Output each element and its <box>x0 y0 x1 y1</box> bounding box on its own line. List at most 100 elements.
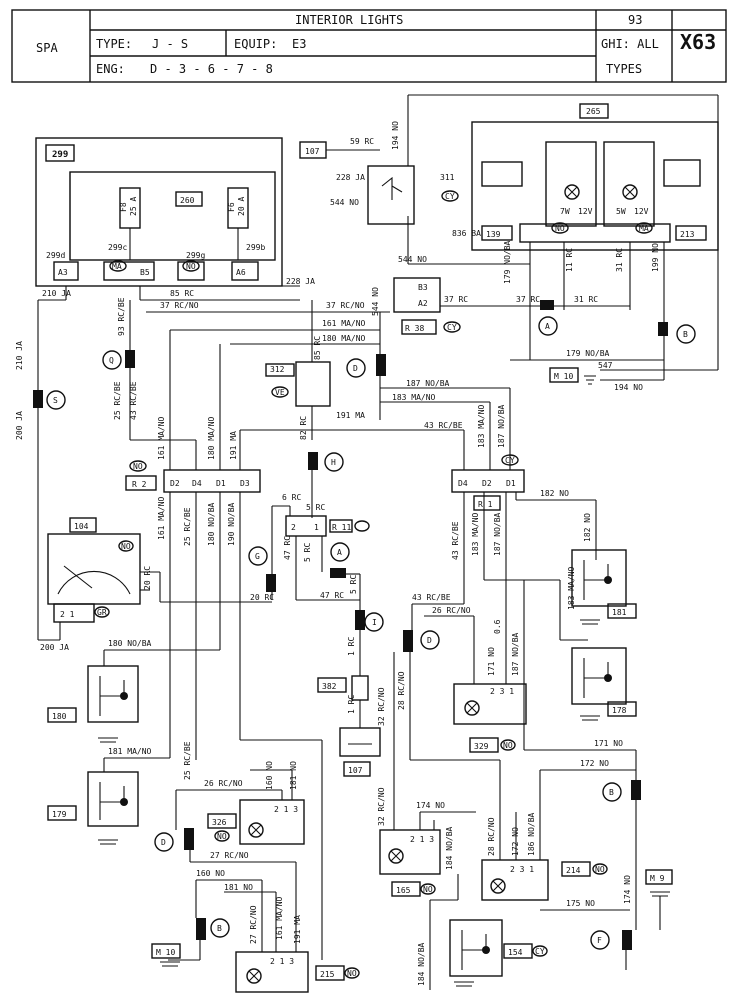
fuse-box-299 <box>35 137 283 287</box>
svg-text:31 RC: 31 RC <box>615 248 624 272</box>
svg-text:D4: D4 <box>192 479 202 488</box>
svg-text:R 2: R 2 <box>132 480 147 489</box>
svg-text:836 BA: 836 BA <box>452 229 481 238</box>
connector-D-mid <box>420 630 440 650</box>
svg-text:NO: NO <box>503 741 513 750</box>
relay-R11 <box>285 515 327 537</box>
svg-text:171 NO: 171 NO <box>594 739 623 748</box>
connector-B-left <box>210 918 230 938</box>
svg-text:311: 311 <box>440 173 455 182</box>
svg-text:D: D <box>161 838 166 847</box>
lamp-215 <box>235 951 309 993</box>
svg-text:228 JA: 228 JA <box>336 173 365 182</box>
svg-text:194 NO: 194 NO <box>614 383 643 392</box>
svg-text:180 NO/BA: 180 NO/BA <box>207 502 216 546</box>
svg-text:A: A <box>545 322 550 331</box>
svg-text:43 RC/BE: 43 RC/BE <box>451 521 460 560</box>
svg-text:182 NO: 182 NO <box>583 513 592 542</box>
diagram-title: INTERIOR LIGHTS <box>295 13 404 27</box>
svg-text:312: 312 <box>270 365 285 374</box>
svg-text:161 MA/NO: 161 MA/NO <box>157 416 166 460</box>
svg-text:25 A: 25 A <box>129 197 138 216</box>
svg-text:B: B <box>217 924 222 933</box>
title-block <box>11 9 727 83</box>
svg-text:139: 139 <box>486 230 501 239</box>
svg-text:D4: D4 <box>458 479 468 488</box>
svg-text:2 1 3: 2 1 3 <box>274 805 298 814</box>
svg-text:28 RC/NO: 28 RC/NO <box>397 671 406 710</box>
svg-text:D: D <box>427 636 432 645</box>
svg-text:D: D <box>353 364 358 373</box>
battery-107 <box>339 727 381 757</box>
svg-text:544 NO: 544 NO <box>371 287 380 316</box>
svg-text:47 RC: 47 RC <box>283 536 292 560</box>
lamp-326 <box>239 799 305 845</box>
svg-text:32 RC/NO: 32 RC/NO <box>377 687 386 726</box>
svg-text:160 NO: 160 NO <box>196 869 225 878</box>
door-switch-179 <box>87 771 139 827</box>
svg-text:154: 154 <box>508 948 523 957</box>
svg-text:26 RC/NO: 26 RC/NO <box>432 606 471 615</box>
svg-text:CY: CY <box>445 192 455 201</box>
type-value: J - S <box>152 37 189 51</box>
svg-text:187 NO/BA: 187 NO/BA <box>511 632 520 676</box>
svg-text:329: 329 <box>474 742 489 751</box>
svg-text:1 RC: 1 RC <box>347 695 356 714</box>
equip-label: EQUIP: <box>234 37 278 51</box>
svg-text:43 RC/BE: 43 RC/BE <box>424 421 463 430</box>
svg-text:37 RC/NO: 37 RC/NO <box>160 301 199 310</box>
connector-I <box>364 612 384 632</box>
svg-text:A3: A3 <box>58 268 68 277</box>
svg-text:27 RC/NO: 27 RC/NO <box>210 851 249 860</box>
svg-text:107: 107 <box>348 766 363 775</box>
connector-B-top <box>676 324 696 344</box>
type-label: TYPE: <box>96 37 133 51</box>
svg-text:F6: F6 <box>227 202 236 212</box>
svg-text:M 10: M 10 <box>554 372 573 381</box>
svg-text:187 NO/BA: 187 NO/BA <box>497 404 506 448</box>
connector-G <box>248 546 268 566</box>
door-switch-181 <box>571 549 627 607</box>
svg-text:172 NO: 172 NO <box>580 759 609 768</box>
svg-text:210 JA: 210 JA <box>42 289 71 298</box>
svg-text:M 10: M 10 <box>156 948 175 957</box>
svg-text:182 NO: 182 NO <box>540 489 569 498</box>
label-299: 299 <box>52 150 68 160</box>
svg-text:20 A: 20 A <box>237 197 246 216</box>
svg-text:B: B <box>683 330 688 339</box>
svg-text:47 RC: 47 RC <box>320 591 344 600</box>
svg-text:179: 179 <box>52 810 67 819</box>
lamp-214 <box>481 859 549 901</box>
svg-text:32 RC/NO: 32 RC/NO <box>377 787 386 826</box>
svg-text:CY: CY <box>535 947 545 956</box>
svg-text:161 MA/NO: 161 MA/NO <box>275 896 284 940</box>
ghi-label: GHI: ALL <box>601 37 659 51</box>
svg-text:180 MA/NO: 180 MA/NO <box>207 416 216 460</box>
svg-text:260: 260 <box>180 196 195 205</box>
svg-text:11 RC: 11 RC <box>565 248 574 272</box>
svg-text:165: 165 <box>396 886 411 895</box>
svg-text:547: 547 <box>598 361 613 370</box>
svg-text:5 RC: 5 RC <box>349 575 358 594</box>
types-label: TYPES <box>606 62 643 76</box>
relay-R38 <box>393 277 441 313</box>
svg-text:CY: CY <box>505 456 515 465</box>
svg-text:161 MA/NO: 161 MA/NO <box>157 496 166 540</box>
svg-text:184 NO/BA: 184 NO/BA <box>417 942 426 986</box>
svg-text:85 RC: 85 RC <box>170 289 194 298</box>
svg-text:326: 326 <box>212 818 227 827</box>
svg-text:7W: 7W <box>560 207 570 216</box>
connector-A-mid <box>330 542 350 562</box>
svg-text:191 MA: 191 MA <box>293 915 302 944</box>
svg-text:180: 180 <box>52 712 67 721</box>
svg-text:20 RC: 20 RC <box>143 566 152 590</box>
svg-text:179 NO/BA: 179 NO/BA <box>503 240 512 284</box>
svg-text:CY: CY <box>447 323 457 332</box>
svg-text:D1: D1 <box>506 479 516 488</box>
svg-text:12V: 12V <box>634 207 649 216</box>
svg-text:183 MA/NO: 183 MA/NO <box>392 393 436 402</box>
lamp-icon-right <box>663 159 701 187</box>
svg-text:194 NO: 194 NO <box>391 121 400 150</box>
svg-text:5 RC: 5 RC <box>303 543 312 562</box>
